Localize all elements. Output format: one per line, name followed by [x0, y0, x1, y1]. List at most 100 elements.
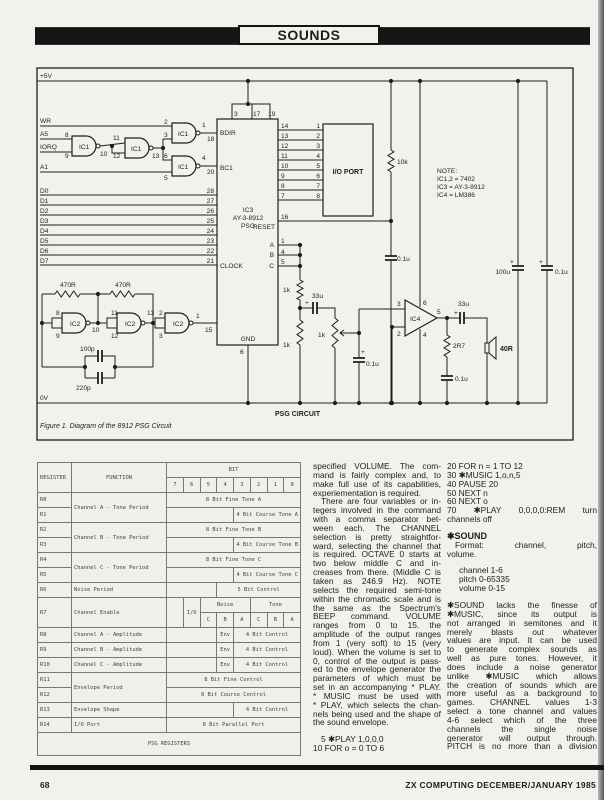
wire [106, 317, 117, 329]
bit-field [165, 582, 218, 598]
pin-bdir: BDIR [220, 130, 236, 137]
register-name: R8 [37, 627, 72, 643]
speaker-icon [484, 342, 490, 354]
data-bus-label: D2 [40, 208, 49, 215]
pin-number: 2 [316, 133, 320, 140]
junction-dot [389, 324, 395, 330]
pin-number: 3 [397, 301, 401, 308]
pin-number: 2 [159, 310, 163, 317]
text-line: * MUSIC must be used with [313, 691, 441, 701]
bit-field: Noise [199, 597, 251, 613]
register-name: R4 [37, 552, 72, 568]
pin-number: 8 [281, 183, 285, 190]
text-line: 30 ✱MUSIC 1,o,n,5 [447, 470, 521, 480]
text-line: nels being used and the shape of [313, 709, 441, 719]
bit-field: I/O [182, 597, 201, 628]
text-line: to generate complex sounds as [447, 645, 597, 655]
pin-number: 10 [100, 151, 108, 158]
pin-number: 16 [281, 214, 289, 221]
circuit-label: + [510, 259, 514, 266]
pin-number: 28 [207, 188, 215, 195]
text-line: amplitude of the output ranges [313, 630, 441, 639]
text-line: the sound envelope. [313, 718, 389, 728]
circuit-label: + [305, 300, 309, 307]
junction-dot [150, 320, 156, 326]
text-line: not arranged in semitones and it [447, 618, 597, 628]
data-bus-label: D5 [40, 238, 49, 245]
text-line: channels off [447, 515, 493, 524]
text-line: creases from there. (Middle C is [313, 568, 441, 577]
data-bus-label: D0 [40, 188, 49, 195]
junction-dot [109, 143, 115, 149]
pin-number: 6 [164, 153, 168, 160]
pin-number: 17 [253, 111, 261, 118]
junction-dot [82, 364, 88, 370]
wire [317, 307, 336, 318]
text-line: volume 0-15 [459, 584, 506, 593]
page-binding-edge [598, 0, 604, 800]
pin-number: 4 [281, 249, 285, 256]
input-wr: WR [40, 118, 51, 125]
bit-field [165, 642, 218, 658]
text-line: more useful as a background to [447, 689, 597, 699]
ic2-gate-b [116, 312, 142, 334]
text-line: ranges from 0 to 15. the [313, 621, 441, 631]
text-line: is required. OCTAVE 0 starts at [313, 550, 441, 560]
pin-number: 12 [113, 153, 121, 160]
text-line: generator will output through. [447, 733, 597, 743]
text-line: 50 NEXT n [447, 488, 488, 498]
text-line: ✱SOUND lacks the finesse of [447, 600, 597, 610]
enable-bit-cell: B [266, 612, 285, 628]
junction-dot [332, 400, 338, 406]
bit-field: 4 Bit Control [233, 657, 301, 673]
register-function: Channel A - Amplitude [71, 627, 167, 643]
pin-number: 8 [65, 132, 69, 139]
text-line: There are four variables or in- [321, 497, 441, 507]
register-name: R2 [37, 522, 72, 538]
circuit-label: C [269, 263, 274, 270]
capacitor-0.1u [441, 375, 453, 381]
bit-field [166, 597, 184, 628]
wire [111, 146, 125, 154]
pin-number: 12 [281, 143, 289, 150]
wire [154, 317, 165, 329]
text-line: experiementation is required. [313, 488, 422, 498]
text-line: make full use of its capabilities, [313, 479, 441, 489]
enable-bit-cell: A [233, 612, 251, 628]
bit-field: 8 Bit Fine Tone B [166, 522, 301, 538]
figure-caption: Figure 1. Diagram of the 8912 PSG Circui… [40, 423, 173, 430]
ic3-chip [216, 118, 279, 346]
wire [391, 326, 405, 403]
text-line: 40 PAUSE 20 [447, 479, 499, 489]
data-bus-label: D6 [40, 248, 49, 255]
wiper-arrow [339, 329, 359, 337]
ic4-amplifier [404, 298, 439, 338]
circuit-label: 10k [397, 159, 408, 166]
ic2-label: IC2 [173, 321, 184, 328]
pin-number: 5 [281, 259, 285, 266]
bit-field [166, 507, 234, 523]
text-line: from 1 (very soft) to 15 (very [313, 638, 441, 648]
junction-dot [95, 320, 101, 326]
capacitor-33u [312, 302, 318, 314]
ic3-name: IC3 [243, 207, 254, 214]
bit-number-header: 7 [166, 477, 184, 493]
pin-number: 7 [316, 183, 320, 190]
register-name: R7 [37, 597, 72, 628]
paragraph-spacer [447, 593, 597, 601]
capacitor-33u [459, 312, 465, 324]
wire [135, 293, 154, 367]
ic1-gate-c [171, 122, 197, 144]
text-line: 5 ✱PLAY 1,0,0,0 [321, 735, 384, 745]
bit-field: 8 Bit Parallel Port [166, 717, 301, 733]
text-line: * PLAY, which selects the chan- [313, 700, 441, 710]
bit-field [166, 702, 234, 718]
text-line: 4-6 select which of the three [447, 715, 597, 725]
text-line: pitch 0-65335 [459, 575, 510, 585]
circuit-label: 100u [495, 269, 510, 276]
